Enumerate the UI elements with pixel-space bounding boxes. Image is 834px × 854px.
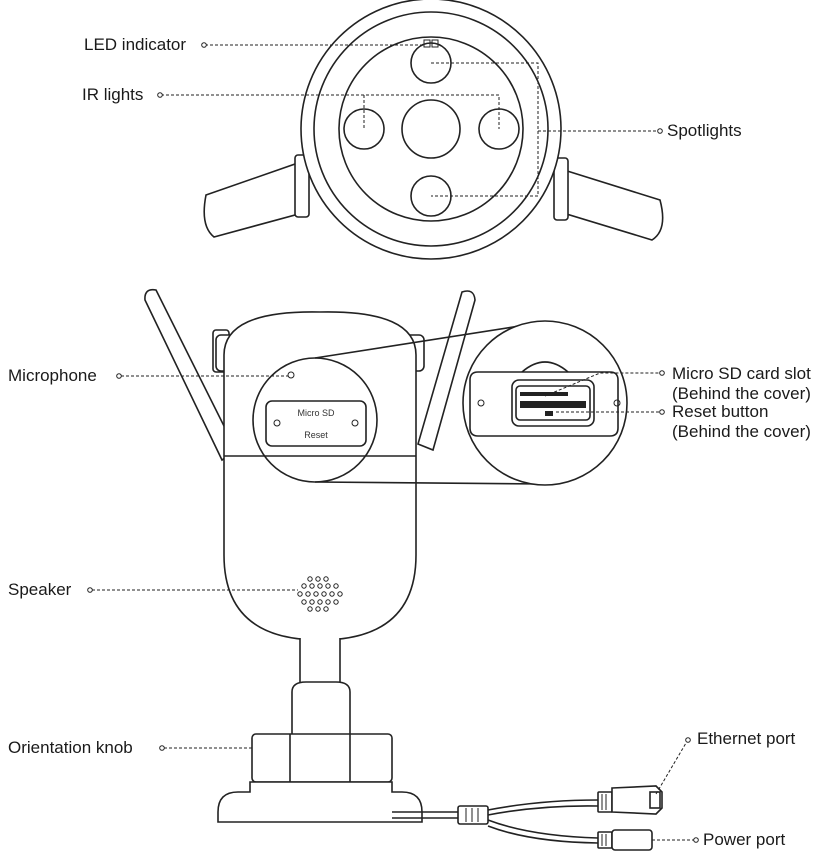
label-reset-line1: Reset button [672,402,769,421]
microphone-hole [287,371,295,379]
micro-sd-card-slot [520,392,568,396]
label-microphone: Microphone [8,366,97,385]
label-micro-sd-card-slot: Micro SD card slot (Behind the cover) [672,364,811,404]
label-micro-sd-line1: Micro SD card slot [672,364,811,383]
cover-text-micro-sd: Micro SD [297,408,335,418]
ir-light-left [343,108,385,150]
camera-cables [392,785,663,851]
reset-button-shape [545,411,553,416]
label-reset-button: Reset button (Behind the cover) [672,402,811,442]
orientation-knob-shape [251,733,393,783]
camera-body-view: Micro SD Reset [144,288,476,823]
label-ir-lights: IR lights [82,85,144,104]
sd-slot-zoom-view [462,320,628,486]
label-reset-line2: (Behind the cover) [672,422,811,441]
ethernet-port-shape [649,791,661,809]
camera-front-view [203,0,664,260]
label-micro-sd-line2: (Behind the cover) [672,384,811,403]
label-power-port: Power port [703,830,786,849]
label-ethernet-port: Ethernet port [697,729,796,748]
label-led-indicator: LED indicator [84,35,187,54]
led-indicator-mark [423,39,431,48]
cover-text-reset: Reset [304,430,328,440]
power-port-shape [611,829,653,851]
label-orientation-knob: Orientation knob [8,738,133,757]
label-spotlights: Spotlights [667,121,742,140]
label-speaker: Speaker [8,580,72,599]
